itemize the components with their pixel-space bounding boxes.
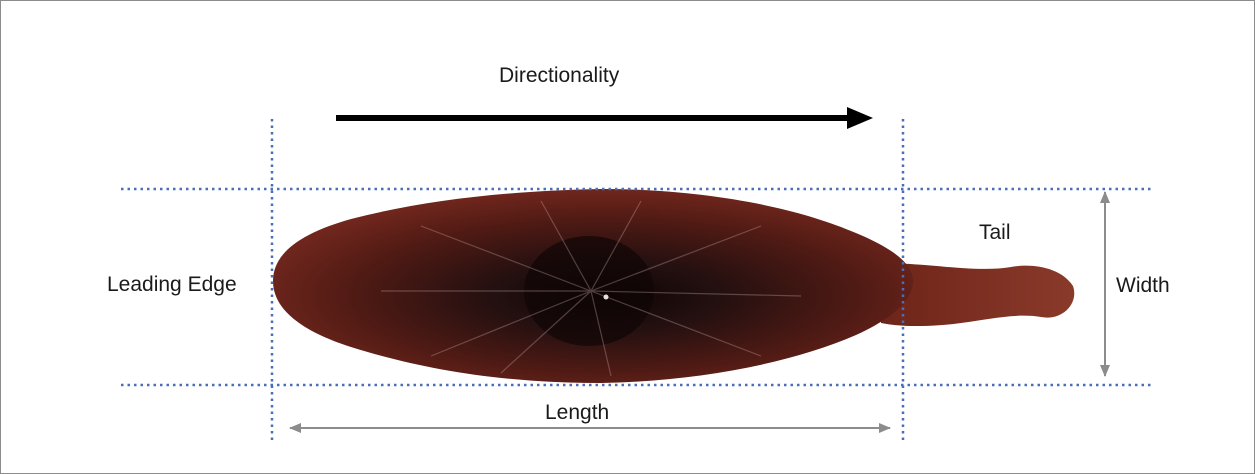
tail-label: Tail (979, 222, 1011, 243)
directionality-label: Directionality (499, 65, 619, 86)
specimen-highlight (604, 295, 609, 300)
leading-edge-label: Leading Edge (107, 274, 237, 295)
specimen (273, 189, 1074, 383)
width-label: Width (1116, 275, 1170, 296)
direction-arrow-icon (336, 107, 873, 129)
length-label: Length (545, 402, 609, 423)
